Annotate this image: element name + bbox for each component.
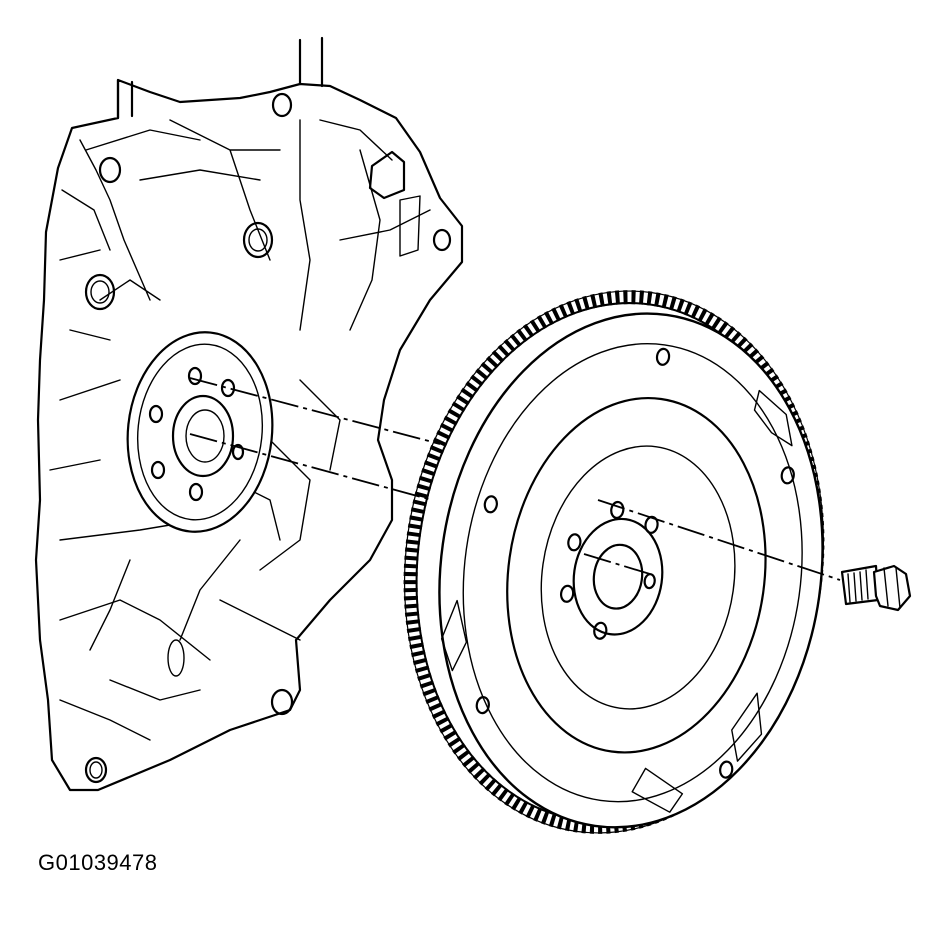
alignment-line [583,553,651,575]
alignment-line [597,499,841,581]
alignment-lines [189,377,841,581]
flywheel [403,290,825,834]
crankshaft-flange [126,331,274,533]
flange-bolt-hole [187,366,203,386]
alignment-line [189,377,441,445]
flange-bolt-hole [231,443,245,461]
flywheel-bolt [840,564,912,612]
flange-bolt-hole [220,378,236,398]
flange-bolt-hole [188,482,204,502]
figure-id-label: G01039478 [38,850,158,875]
flange-bolt-hole [150,460,166,480]
flange-bolt-hole [148,404,164,424]
engine-block [34,36,464,792]
